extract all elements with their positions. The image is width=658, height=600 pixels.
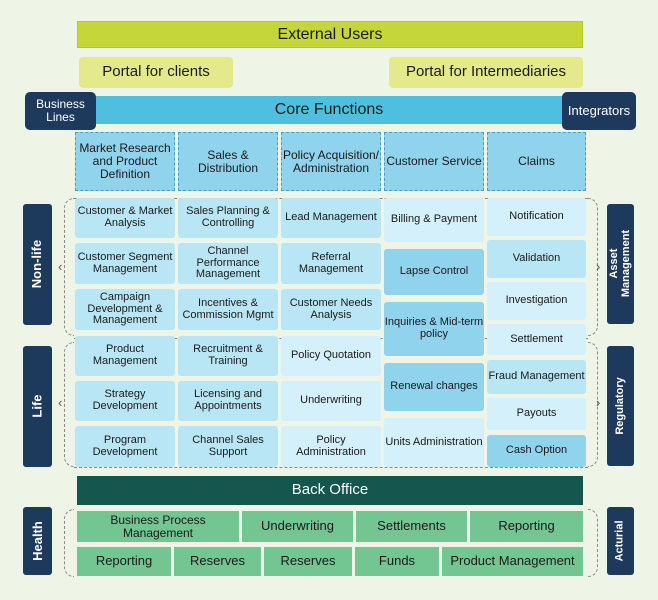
cell-validation[interactable]: Validation [487, 240, 586, 278]
life-label: Life [29, 394, 45, 419]
cell-lapse-control[interactable]: Lapse Control [384, 249, 484, 295]
portal-for-clients[interactable]: Portal for clients [79, 57, 233, 88]
column-header-claims: Claims [487, 132, 586, 191]
portal-for-intermediaries[interactable]: Portal for Intermediaries [389, 57, 583, 88]
cell-sales-planning[interactable]: Sales Planning & Controlling [178, 198, 278, 238]
cell-fraud-management[interactable]: Fraud Management [487, 360, 586, 394]
cell-campaign-development[interactable]: Campaign Development & Management [75, 289, 175, 330]
cell-settlement[interactable]: Settlement [487, 324, 586, 355]
chevron-left-icon: ‹ [58, 395, 63, 410]
acturial-tab[interactable]: Acturial [607, 507, 634, 575]
cell-underwriting[interactable]: Underwriting [281, 381, 381, 421]
column-header-policy-acquisition: Policy Acquisition/ Administration [281, 132, 381, 191]
cell-customer-market-analysis[interactable]: Customer & Market Analysis [75, 198, 175, 238]
acturial-label: Acturial [613, 520, 626, 562]
cell-billing-payment[interactable]: Billing & Payment [384, 198, 484, 242]
column-header-customer-service: Customer Service [384, 132, 484, 191]
business-lines-label: Business Lines [25, 92, 96, 130]
back-office-bar[interactable]: Back Office [77, 476, 583, 505]
asset-management-label: Asset Management [607, 230, 632, 298]
cell-licensing-appointments[interactable]: Licensing and Appointments [178, 381, 278, 421]
life-bracket-left [64, 342, 74, 467]
bo-product-management[interactable]: Product Management [442, 547, 583, 576]
cell-payouts[interactable]: Payouts [487, 398, 586, 430]
life-tab[interactable]: Life [23, 346, 52, 467]
regulatory-tab[interactable]: Regulatory [607, 346, 634, 466]
cell-cash-option[interactable]: Cash Option [487, 435, 586, 467]
non-life-bracket-left [64, 198, 74, 336]
bo-reserves-2[interactable]: Reserves [264, 547, 352, 576]
regulatory-label: Regulatory [613, 377, 626, 435]
bo-funds[interactable]: Funds [355, 547, 439, 576]
chevron-right-icon: › [596, 259, 601, 274]
core-functions-bar[interactable]: Core Functions [92, 96, 566, 124]
bo-reporting-bottom[interactable]: Reporting [77, 547, 171, 576]
acturial-bracket-right [588, 509, 598, 577]
cell-strategy-development[interactable]: Strategy Development [75, 381, 175, 421]
non-life-label: Non-life [29, 240, 45, 289]
cell-policy-quotation[interactable]: Policy Quotation [281, 336, 381, 376]
cell-customer-segment-management[interactable]: Customer Segment Management [75, 243, 175, 284]
cell-program-development[interactable]: Program Development [75, 426, 175, 467]
external-users-bar[interactable]: External Users [77, 21, 583, 48]
bo-settlements[interactable]: Settlements [356, 511, 467, 542]
cell-product-management[interactable]: Product Management [75, 336, 175, 376]
cell-policy-administration[interactable]: Policy Administration [281, 426, 381, 467]
cell-channel-sales-support[interactable]: Channel Sales Support [178, 426, 278, 467]
cell-channel-performance[interactable]: Channel Performance Management [178, 243, 278, 284]
bo-reporting-top[interactable]: Reporting [470, 511, 583, 542]
health-bracket-left [64, 509, 74, 577]
asset-management-tab[interactable]: Asset Management [607, 204, 634, 324]
bo-business-process-management[interactable]: Business Process Management [77, 511, 239, 542]
health-tab[interactable]: Health [23, 507, 52, 575]
cell-referral-management[interactable]: Referral Management [281, 243, 381, 284]
non-life-tab[interactable]: Non-life [23, 204, 52, 325]
integrators-label: Integrators [562, 92, 636, 130]
chevron-right-icon: › [596, 395, 601, 410]
health-label: Health [29, 521, 45, 561]
column-header-sales-distribution: Sales & Distribution [178, 132, 278, 191]
cell-inquiries-mid-term[interactable]: Inquiries & Mid-term policy [384, 302, 484, 356]
cell-units-administration[interactable]: Units Administration [384, 418, 484, 467]
cell-customer-needs-analysis[interactable]: Customer Needs Analysis [281, 289, 381, 330]
cell-incentives-commission[interactable]: Incentives & Commission Mgmt [178, 289, 278, 330]
cell-lead-management[interactable]: Lead Management [281, 198, 381, 238]
bo-reserves-1[interactable]: Reserves [174, 547, 261, 576]
cell-renewal-changes[interactable]: Renewal changes [384, 363, 484, 411]
section-divider-bottom [74, 467, 588, 468]
bo-underwriting[interactable]: Underwriting [242, 511, 353, 542]
cell-investigation[interactable]: Investigation [487, 282, 586, 320]
column-header-market-research: Market Research and Product Definition [75, 132, 175, 191]
chevron-left-icon: ‹ [58, 259, 63, 274]
cell-notification[interactable]: Notification [487, 198, 586, 236]
cell-recruitment-training[interactable]: Recruitment & Training [178, 336, 278, 376]
